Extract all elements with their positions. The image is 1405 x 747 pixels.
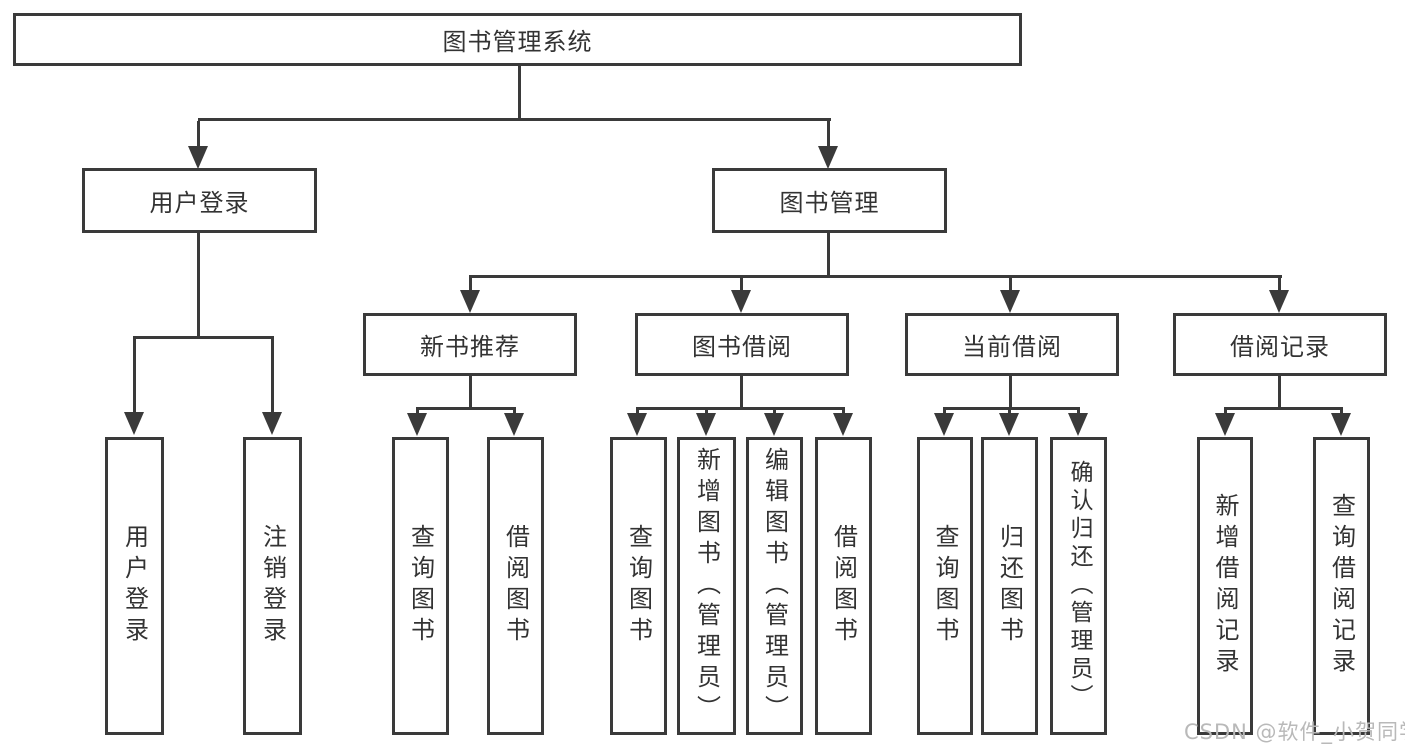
arrow-down-icon: [764, 413, 784, 436]
connector-line: [197, 121, 200, 148]
leaf-add-borrow-record: 新增借阅记录: [1197, 437, 1253, 735]
leaf-label: 新增借阅记录: [1211, 493, 1239, 679]
node-user-login: 用户登录: [82, 168, 317, 233]
connector-line: [1009, 376, 1012, 410]
connector-line: [197, 233, 200, 339]
arrow-down-icon: [124, 412, 144, 435]
connector-line: [271, 339, 274, 414]
connector-line: [469, 376, 472, 410]
arrow-down-icon: [833, 413, 853, 436]
leaf-borrow-books: 借阅图书: [487, 437, 544, 735]
leaf-edit-books-admin: 编辑图书（管理员）: [746, 437, 803, 735]
connector-line: [1224, 407, 1343, 410]
connector-line: [133, 339, 136, 414]
node-book-borrowing: 图书借阅: [635, 313, 849, 376]
leaf-label: 查询图书: [931, 524, 959, 648]
connector-line: [1278, 376, 1281, 410]
connector-line: [198, 118, 831, 121]
leaf-label: 归还图书: [995, 524, 1024, 648]
connector-line: [133, 336, 274, 339]
node-book-management: 图书管理: [712, 168, 947, 233]
arrow-down-icon: [407, 413, 427, 436]
leaf-label: 查询图书: [406, 524, 435, 648]
leaf-label: 确认归还（管理员）: [1066, 460, 1092, 712]
arrow-down-icon: [818, 146, 838, 169]
connector-line: [469, 278, 472, 292]
connector-line: [827, 233, 830, 278]
node-borrowing-records: 借阅记录: [1173, 313, 1387, 376]
arrow-down-icon: [999, 413, 1019, 436]
arrow-down-icon: [188, 146, 208, 169]
leaf-user-login: 用户登录: [105, 437, 164, 735]
leaf-label: 注销登录: [258, 524, 287, 648]
connector-line: [469, 275, 1282, 278]
arrow-down-icon: [1215, 413, 1235, 436]
leaf-borrow-books: 借阅图书: [815, 437, 872, 735]
connector-line: [518, 66, 521, 120]
connector-line: [416, 407, 516, 410]
leaf-label: 查询借阅记录: [1327, 493, 1356, 679]
connector-line: [943, 407, 1080, 410]
arrow-down-icon: [696, 413, 716, 436]
arrow-down-icon: [504, 413, 524, 436]
leaf-confirm-return-admin: 确认归还（管理员）: [1050, 437, 1107, 735]
leaf-label: 用户登录: [120, 524, 149, 648]
leaf-query-books: 查询图书: [610, 437, 667, 735]
leaf-label: 借阅图书: [829, 524, 858, 648]
leaf-return-books: 归还图书: [981, 437, 1038, 735]
arrow-down-icon: [1000, 290, 1020, 313]
arrow-down-icon: [262, 412, 282, 435]
leaf-logout: 注销登录: [243, 437, 302, 735]
leaf-add-books-admin: 新增图书（管理员）: [677, 437, 736, 735]
arrow-down-icon: [627, 413, 647, 436]
leaf-query-books: 查询图书: [917, 437, 973, 735]
arrow-down-icon: [1269, 290, 1289, 313]
connector-line: [740, 376, 743, 410]
connector-line: [636, 407, 845, 410]
leaf-query-borrow-record: 查询借阅记录: [1313, 437, 1370, 735]
arrow-down-icon: [731, 290, 751, 313]
node-current-borrowing: 当前借阅: [905, 313, 1119, 376]
arrow-down-icon: [934, 413, 954, 436]
watermark: CSDN @软件_小贺同学: [1184, 720, 1405, 744]
leaf-query-books: 查询图书: [392, 437, 449, 735]
arrow-down-icon: [460, 290, 480, 313]
node-new-book-recommend: 新书推荐: [363, 313, 577, 376]
arrow-down-icon: [1331, 413, 1351, 436]
connector-line: [740, 278, 743, 292]
leaf-label: 新增图书（管理员）: [692, 446, 721, 726]
node-library-system: 图书管理系统: [13, 13, 1022, 66]
arrow-down-icon: [1068, 413, 1088, 436]
connector-line: [1009, 278, 1012, 292]
connector-line: [1278, 278, 1281, 292]
leaf-label: 编辑图书（管理员）: [760, 446, 789, 726]
leaf-label: 借阅图书: [501, 524, 530, 648]
connector-line: [827, 121, 830, 148]
leaf-label: 查询图书: [624, 524, 653, 648]
